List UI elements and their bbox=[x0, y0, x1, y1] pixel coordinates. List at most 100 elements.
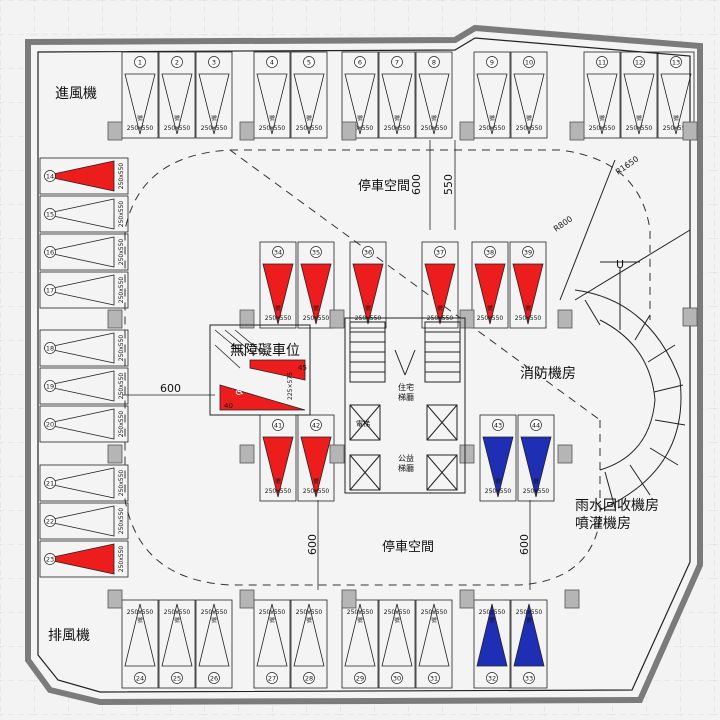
residential-stair-label-2: 梯廳 bbox=[398, 392, 414, 402]
stall-size: 250x550 bbox=[516, 125, 543, 132]
stall-mark: 號 bbox=[599, 114, 605, 122]
stall-size: 250x550 bbox=[118, 277, 125, 304]
parking-stall: 20 250x550 bbox=[39, 405, 129, 443]
stall-number: 16 bbox=[46, 249, 54, 257]
stall-mark: 號 bbox=[526, 114, 532, 122]
stall-number: 25 bbox=[173, 675, 181, 683]
stall-size: 250x550 bbox=[347, 125, 374, 132]
accessible-label: 無障礙車位 bbox=[230, 342, 300, 359]
stall-mark: 號 bbox=[269, 114, 275, 122]
stall-number: 18 bbox=[46, 345, 54, 353]
stall-size: 250x550 bbox=[265, 315, 292, 322]
stall-number: 44 bbox=[532, 422, 540, 430]
stall-size: 250x550 bbox=[127, 609, 154, 616]
stall-mark: 號 bbox=[365, 304, 371, 312]
stall-number: 20 bbox=[46, 421, 54, 429]
stall-mark: 號 bbox=[357, 616, 363, 624]
dim-550-top: 550 bbox=[442, 174, 455, 195]
stall-mark: 號 bbox=[431, 616, 437, 624]
stall-number-circle bbox=[208, 672, 220, 684]
stall-number-circle bbox=[523, 56, 535, 68]
accessible-size-label: 225×575 bbox=[287, 372, 294, 400]
stall-number-circle bbox=[522, 246, 534, 258]
stall-number-circle bbox=[530, 419, 542, 431]
stall-number-circle bbox=[303, 672, 315, 684]
stall-size: 250x550 bbox=[118, 239, 125, 266]
stall-mark: 號 bbox=[437, 304, 443, 312]
stall-size: 250x550 bbox=[384, 125, 411, 132]
drive-aisle-outline bbox=[124, 149, 651, 586]
stall-size: 250x550 bbox=[164, 609, 191, 616]
stall-number: 33 bbox=[525, 675, 533, 683]
stall-number-circle bbox=[44, 380, 56, 392]
stall-number: 5 bbox=[307, 59, 311, 67]
stall-size: 250x550 bbox=[296, 125, 323, 132]
stall-size: 250x550 bbox=[164, 125, 191, 132]
stall-number: 19 bbox=[46, 383, 54, 391]
stall-number-circle bbox=[670, 56, 682, 68]
stall-number: 27 bbox=[268, 675, 276, 683]
stall-number: 3 bbox=[212, 59, 216, 67]
stall-mark: 號 bbox=[489, 616, 495, 624]
accessible-stall-number: 40 bbox=[224, 402, 233, 410]
stall-mark: 號 bbox=[137, 114, 143, 122]
stall-number-circle bbox=[44, 553, 56, 565]
core-stairs-elevators bbox=[344, 317, 466, 494]
stall-size: 250x550 bbox=[421, 609, 448, 616]
stall-mark: 號 bbox=[275, 477, 281, 485]
parking-stall: 16 250x550 bbox=[39, 233, 129, 271]
middle-top-stall-row: 34號250x55035號250x55036號250x55037號250x550… bbox=[259, 241, 547, 329]
stall-number: 43 bbox=[494, 422, 502, 430]
stall-mark: 號 bbox=[489, 114, 495, 122]
stall-number-circle bbox=[272, 419, 284, 431]
dim-600-bottom-mid: 600 bbox=[306, 534, 319, 555]
stall-size: 250x550 bbox=[523, 488, 550, 495]
stall-number-circle bbox=[362, 246, 374, 258]
stall-number-circle bbox=[391, 56, 403, 68]
stall-mark: 號 bbox=[357, 114, 363, 122]
stall-mark: 號 bbox=[174, 114, 180, 122]
stall-size: 250x550 bbox=[201, 125, 228, 132]
stall-mark: 號 bbox=[313, 304, 319, 312]
stall-number-circle bbox=[134, 672, 146, 684]
stall-number-circle bbox=[596, 56, 608, 68]
stall-mark: 號 bbox=[211, 616, 217, 624]
dim-600-bottom-right: 600 bbox=[518, 534, 531, 555]
stall-mark: 號 bbox=[431, 114, 437, 122]
top-stall-row: 1號250x5502號250x5503號250x5504號250x5505號25… bbox=[121, 51, 695, 139]
stall-number-circle bbox=[486, 56, 498, 68]
stall-number-circle bbox=[171, 672, 183, 684]
structural-columns bbox=[107, 121, 698, 609]
stall-size: 250x550 bbox=[127, 125, 154, 132]
parking-top-label: 停車空間 bbox=[358, 178, 410, 194]
bottom-stall-row: 24號250x55025號250x55026號250x55027號250x550… bbox=[121, 599, 548, 689]
stall-size: 250x550 bbox=[118, 411, 125, 438]
stall-number-circle bbox=[434, 246, 446, 258]
stall-number-circle bbox=[391, 672, 403, 684]
stall-number: 7 bbox=[395, 59, 399, 67]
stall-mark: 號 bbox=[525, 304, 531, 312]
stall-number-circle bbox=[208, 56, 220, 68]
stall-size: 250x550 bbox=[118, 546, 125, 573]
stall-mark: 號 bbox=[306, 616, 312, 624]
accessible-stall-number-2: 45 bbox=[298, 364, 307, 372]
